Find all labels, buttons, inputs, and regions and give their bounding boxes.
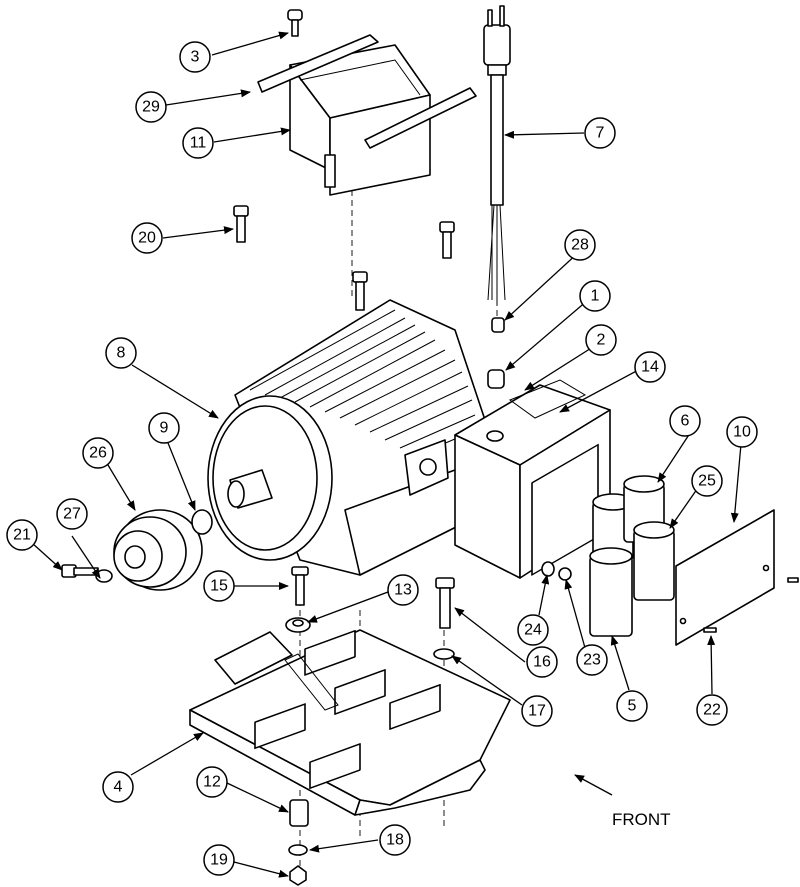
callout-21: 21 — [6, 519, 38, 551]
callout-26: 26 — [82, 437, 114, 469]
cover-plate-part — [675, 509, 775, 646]
svg-text:5: 5 — [628, 698, 637, 715]
leader-lines — [31, 31, 743, 878]
svg-text:2: 2 — [597, 332, 606, 349]
svg-text:17: 17 — [528, 703, 546, 720]
svg-text:28: 28 — [571, 237, 589, 254]
svg-text:4: 4 — [114, 779, 123, 796]
svg-text:25: 25 — [698, 473, 716, 490]
callout-11: 11 — [182, 127, 214, 159]
callout-12: 12 — [196, 766, 228, 798]
callout-balloons: 3 29 11 7 20 28 1 2 14 8 9 26 6 10 25 27… — [6, 41, 758, 876]
bolt-parts — [233, 205, 455, 311]
svg-text:19: 19 — [210, 852, 228, 869]
callout-1: 1 — [579, 280, 611, 312]
callout-18: 18 — [379, 824, 411, 856]
callout-23: 23 — [576, 644, 608, 676]
svg-text:13: 13 — [394, 582, 412, 599]
callout-28: 28 — [564, 229, 596, 261]
base-plate-part — [189, 629, 511, 816]
callout-9: 9 — [148, 412, 180, 444]
callout-13: 13 — [387, 574, 419, 606]
pulley-part — [61, 509, 213, 591]
callout-25: 25 — [691, 465, 723, 497]
svg-text:10: 10 — [733, 424, 751, 441]
callout-2: 2 — [585, 324, 617, 356]
callout-15: 15 — [203, 570, 235, 602]
top-bracket-part — [257, 9, 477, 196]
callout-22: 22 — [696, 694, 728, 726]
svg-text:22: 22 — [703, 702, 721, 719]
svg-text:14: 14 — [641, 359, 659, 376]
motor-part — [207, 299, 486, 576]
hardware-parts — [285, 369, 799, 886]
capacitor-parts — [589, 475, 675, 637]
callout-14: 14 — [634, 351, 666, 383]
power-cord-part — [483, 5, 511, 333]
svg-text:21: 21 — [13, 527, 31, 544]
svg-text:12: 12 — [203, 774, 221, 791]
callout-10: 10 — [726, 416, 758, 448]
callout-24: 24 — [517, 614, 549, 646]
svg-text:15: 15 — [210, 578, 228, 595]
callout-27: 27 — [56, 498, 88, 530]
svg-text:1: 1 — [591, 288, 600, 305]
svg-text:3: 3 — [191, 49, 200, 66]
svg-text:27: 27 — [63, 506, 81, 523]
callout-3: 3 — [179, 41, 211, 73]
callout-6: 6 — [669, 405, 701, 437]
callout-4: 4 — [102, 771, 134, 803]
svg-text:9: 9 — [160, 420, 169, 437]
svg-text:8: 8 — [117, 345, 126, 362]
svg-text:24: 24 — [524, 622, 542, 639]
svg-text:29: 29 — [142, 99, 160, 116]
callout-29: 29 — [135, 91, 167, 123]
callout-20: 20 — [131, 222, 163, 254]
svg-text:26: 26 — [89, 445, 107, 462]
callout-16: 16 — [526, 646, 558, 678]
svg-text:11: 11 — [190, 135, 207, 152]
front-direction-label: FRONT — [612, 810, 671, 829]
svg-text:20: 20 — [138, 230, 156, 247]
svg-text:23: 23 — [583, 652, 601, 669]
svg-text:6: 6 — [681, 413, 690, 430]
callout-7: 7 — [584, 117, 616, 149]
junction-box-part — [454, 379, 611, 579]
callout-19: 19 — [203, 844, 235, 876]
callout-8: 8 — [105, 337, 137, 369]
svg-text:18: 18 — [386, 832, 404, 849]
callout-17: 17 — [521, 695, 553, 727]
callout-5: 5 — [616, 690, 648, 722]
svg-text:7: 7 — [596, 125, 605, 142]
svg-text:16: 16 — [533, 654, 551, 671]
